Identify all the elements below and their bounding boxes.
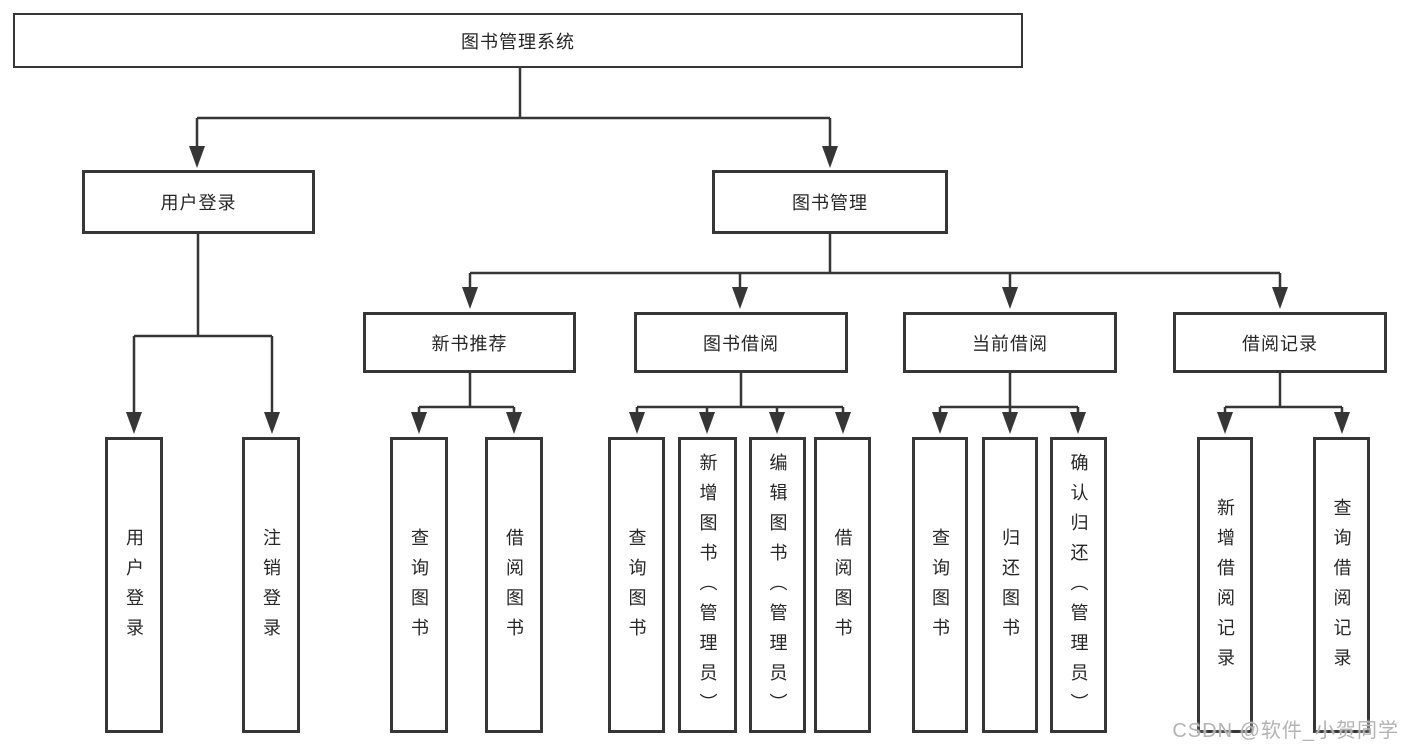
leaf-add-borrow-record: 新增借阅记录 — [1197, 437, 1253, 733]
node-user-login: 用户登录 — [82, 170, 315, 234]
node-label: 新书推荐 — [431, 333, 508, 354]
node-library-management-system: 图书管理系统 — [13, 13, 1023, 68]
leaf-label: 借阅图书 — [504, 528, 524, 648]
node-new-book-recommend: 新书推荐 — [363, 312, 576, 373]
leaf-query-books-recommend: 查询图书 — [390, 437, 448, 733]
csdn-watermark: CSDN @软件_小贺同学 — [1172, 720, 1399, 742]
leaf-label: 新增借阅记录 — [1215, 498, 1235, 678]
leaf-logout: 注销登录 — [242, 437, 300, 733]
node-label: 借阅记录 — [1242, 333, 1318, 354]
node-current-borrowing: 当前借阅 — [903, 312, 1117, 373]
leaf-confirm-return-admin: 确认归还（管理员） — [1050, 437, 1107, 733]
leaf-label: 查询图书 — [930, 528, 950, 648]
node-borrow-records: 借阅记录 — [1173, 312, 1387, 373]
leaf-label: 编辑图书（管理员） — [767, 453, 788, 723]
leaf-add-books-admin: 新增图书（管理员） — [678, 437, 737, 733]
node-book-management: 图书管理 — [712, 170, 948, 234]
node-label: 图书借阅 — [703, 333, 779, 354]
node-label: 图书管理系统 — [461, 31, 575, 52]
leaf-query-borrow-record: 查询借阅记录 — [1313, 437, 1370, 733]
leaf-user-login: 用户登录 — [105, 437, 163, 733]
leaf-edit-books-admin: 编辑图书（管理员） — [749, 437, 806, 733]
node-label: 用户登录 — [160, 193, 237, 213]
leaf-return-books: 归还图书 — [982, 437, 1038, 733]
leaf-label: 新增图书（管理员） — [697, 453, 718, 723]
arrowheads — [126, 146, 1350, 434]
leaf-label: 确认归还（管理员） — [1068, 453, 1089, 723]
leaf-label: 注销登录 — [261, 528, 281, 648]
leaf-label: 用户登录 — [124, 528, 144, 648]
node-label: 图书管理 — [792, 193, 868, 213]
node-label: 当前借阅 — [972, 333, 1048, 354]
leaf-label: 查询借阅记录 — [1331, 498, 1352, 678]
leaf-borrow-books: 借阅图书 — [814, 437, 871, 733]
leaf-label: 借阅图书 — [832, 528, 853, 648]
leaf-query-books-borrowing: 查询图书 — [608, 437, 665, 733]
node-book-borrowing: 图书借阅 — [634, 312, 848, 373]
leaf-label: 归还图书 — [1000, 528, 1020, 648]
leaf-borrow-books-recommend: 借阅图书 — [485, 437, 543, 733]
leaf-query-books-current: 查询图书 — [912, 437, 968, 733]
leaf-label: 查询图书 — [409, 528, 429, 648]
leaf-label: 查询图书 — [626, 528, 647, 648]
